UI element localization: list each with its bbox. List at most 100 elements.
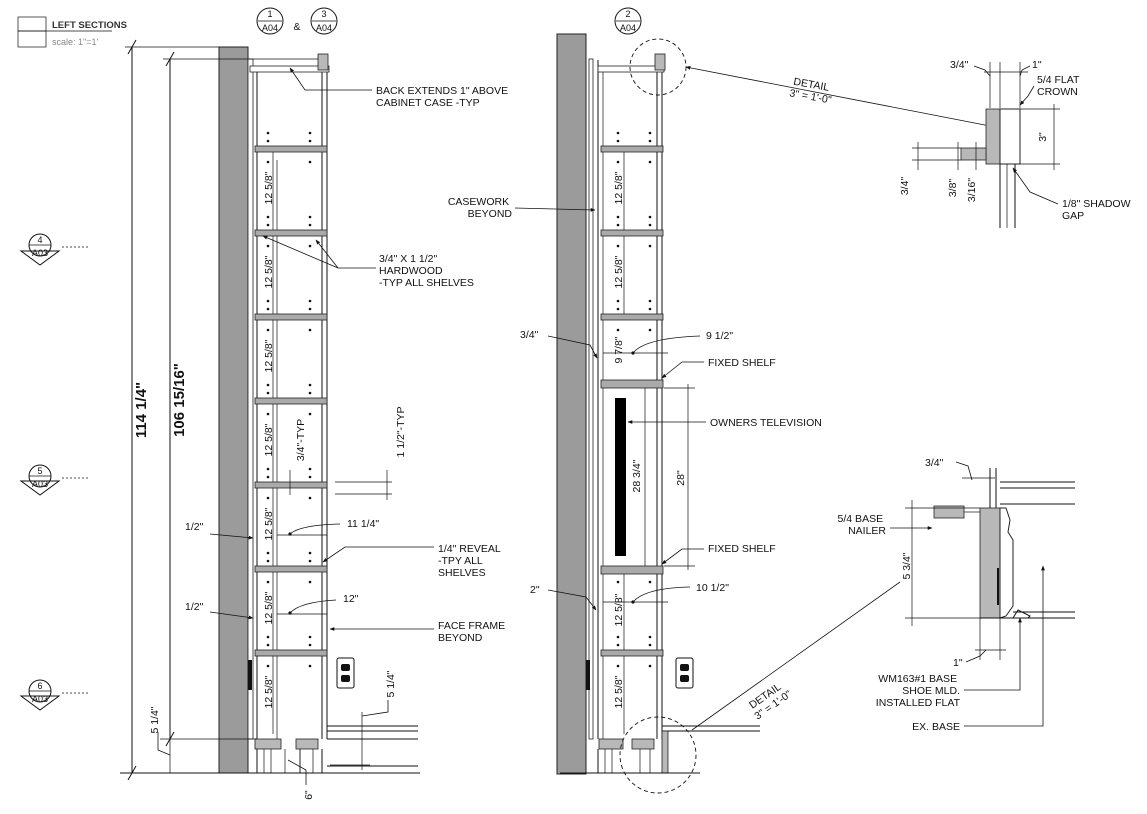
section-mark-2-sheet: A04 <box>620 23 636 33</box>
right-shelf-dim-1: 12 5/8" <box>613 171 625 204</box>
crown-note: 5/4 FLAT CROWN <box>1037 74 1082 98</box>
right-base <box>560 725 760 774</box>
crown-note-line-2: CROWN <box>1037 86 1078 98</box>
section-mark-1[interactable]: 1 A04 <box>256 7 284 35</box>
casework-note-line-2: BEYOND <box>468 208 513 220</box>
crown-dim-34: 3/4" <box>950 59 969 71</box>
right-shelf-dim-4: 12 5/8" <box>613 675 625 708</box>
face-frame-note-line-2: BEYOND <box>438 632 483 644</box>
left-shelf-pin-dots <box>266 131 312 668</box>
tv-clear-dim: 28" <box>675 470 687 486</box>
hardwood-note-line-3: -TYP ALL SHELVES <box>379 277 474 289</box>
right-wall <box>556 33 587 775</box>
section-mark-3-sheet: A04 <box>316 23 332 33</box>
reveal-note-line-1: 1/4" REVEAL <box>438 543 501 555</box>
typ-112-dim: 1 1/2"-TYP <box>395 407 407 458</box>
title-block: LEFT SECTIONS scale: 1"=1' <box>17 16 127 48</box>
left-overall-dims: 114 1/4" 106 15/16" 5 1/4" <box>125 39 257 781</box>
shadow-gap-note-line-2: GAP <box>1062 210 1084 222</box>
section-mark-3-num: 3 <box>321 9 326 19</box>
elevation-mark-6-num: 6 <box>37 681 42 691</box>
crown-dim-316: 3/16" <box>966 178 978 202</box>
left-annotations: BACK EXTENDS 1" ABOVE CABINET CASE -TYP … <box>185 67 508 800</box>
toe-6-dim: 6" <box>303 790 315 800</box>
left-shelf-dim-4: 12 5/8" <box>263 423 275 456</box>
base-dim-34: 3/4" <box>925 457 944 469</box>
elevation-mark-4[interactable]: 4 A03 <box>19 233 90 266</box>
crown-detail: 3/4" 1" 5/4 FLAT CROWN 3" 3/4" 3/8" 3/16… <box>899 59 1133 228</box>
shadow-gap-note-line-1: 1/8" SHADOW <box>1062 198 1131 210</box>
base-nailer-note-line-1: 5/4 BASE <box>838 513 884 525</box>
outlet-icon <box>336 657 355 689</box>
section-mark-1-num: 1 <box>267 9 272 19</box>
base-dim-534: 5 3/4" <box>901 552 913 579</box>
shoe-mold-note: WM163#1 BASE SHOE MLD.INSTALLED FLAT <box>876 673 961 709</box>
casework-note: CASEWORK BEYOND <box>448 196 513 220</box>
reveal-note-line-2: -TPY ALL <box>438 555 483 567</box>
hardwood-note-line-2: HARDWOOD <box>379 265 443 277</box>
face-frame-note-line-1: FACE FRAME <box>438 620 505 632</box>
tv-note: OWNERS TELEVISION <box>710 417 822 429</box>
elevation-mark-4-sheet: A03 <box>32 248 48 258</box>
left-shelf-dim-6: 12 5/8" <box>263 591 275 624</box>
section-mark-3[interactable]: 3 A04 <box>310 7 338 35</box>
right-dim-912: 9 1/2" <box>706 330 733 342</box>
crown-dim-38: 3/8" <box>947 179 959 198</box>
base-nailer-note: 5/4 BASE NAILER <box>838 513 887 537</box>
hardwood-note: 3/4" X 1 1/2" HARDWOOD-TYP ALL SHELVES <box>379 253 474 289</box>
back-extends-note-line-2: CABINET CASE -TYP <box>376 97 480 109</box>
section-mark-2[interactable]: 2 A04 <box>614 7 642 35</box>
hardwood-note-line-1: 3/4" X 1 1/2" <box>379 253 438 265</box>
right-dim-34: 3/4" <box>520 329 539 341</box>
left-base <box>120 725 420 774</box>
section-mark-2-num: 2 <box>625 9 630 19</box>
right-shelf-dim-3: 12 5/8" <box>613 593 625 626</box>
right-dim-2: 2" <box>530 584 540 596</box>
right-shelf-dims: 12 5/8" 12 5/8" 12 5/8" 12 5/8" 9 7/8" <box>613 152 625 734</box>
shadow-gap-note: 1/8" SHADOW GAP <box>1062 198 1133 222</box>
shoe-mold-note-line-2: SHOE MLD. <box>902 685 960 697</box>
half-inch-1: 1/2" <box>185 521 204 533</box>
left-shelf-dim-3: 12 5/8" <box>263 339 275 372</box>
fixed-shelf-label-2: FIXED SHELF <box>708 543 776 555</box>
elevation-mark-5-num: 5 <box>37 466 42 476</box>
right-dim-978: 9 7/8" <box>613 336 625 363</box>
left-shelf-dim-5: 12 5/8" <box>263 507 275 540</box>
elevation-mark-5-sheet: A03 <box>32 479 48 489</box>
right-shelves <box>600 145 664 657</box>
fixed-shelf-label-1: FIXED SHELF <box>708 357 776 369</box>
detail-top-label: DETAIL 3" = 1'-0" <box>788 75 834 106</box>
left-shelf-dim-1: 12 5/8" <box>263 171 275 204</box>
fixed-shelf-lower <box>600 565 664 575</box>
typ-34-dim: 3/4"-TYP <box>295 419 307 461</box>
left-shelf-dim-7: 12 5/8" <box>263 675 275 708</box>
elevation-mark-6[interactable]: 6 A03 <box>19 679 90 711</box>
base-dim-1: 1" <box>953 657 963 669</box>
elevation-mark-5[interactable]: 5 A03 <box>19 464 90 496</box>
left-shelf-dims: 12 5/8" 12 5/8" 12 5/8" 12 5/8" 12 5/8" … <box>263 152 275 734</box>
ex-base-note: EX. BASE <box>912 721 960 733</box>
base-detail: 3/4" 5/4 BASE NAILER 5 3/4" 1" WM163#1 B… <box>838 457 1075 733</box>
base-nailer-note-line-2: NAILER <box>848 525 886 537</box>
casework-note-line-1: CASEWORK <box>448 196 509 208</box>
right-dim-1012: 10 1/2" <box>696 582 729 594</box>
back-extends-note-line-1: BACK EXTENDS 1" ABOVE <box>376 85 508 97</box>
fixed-shelf-upper <box>600 379 664 389</box>
base-514-right: 5 1/4" <box>385 670 397 697</box>
detail-callout-bottom[interactable] <box>619 716 697 794</box>
tv-height-dim: 28 3/4" <box>631 459 643 492</box>
half-inch-2: 1/2" <box>185 601 204 613</box>
section-mark-amp: & <box>293 21 300 33</box>
shoe-mold-note-line-3: INSTALLED FLAT <box>876 697 961 709</box>
elevation-mark-6-sheet: A03 <box>32 694 48 704</box>
left-base-dim: 5 1/4" <box>149 706 161 733</box>
television-icon <box>615 398 626 556</box>
crown-dim-3: 3" <box>1037 132 1049 142</box>
shoe-mold-note-line-1: WM163#1 BASE <box>878 673 957 685</box>
left-wall <box>218 46 249 774</box>
right-annotations: CASEWORK BEYOND DETAIL 3" = 1'-0" DETAIL… <box>448 65 991 731</box>
left-case-height: 106 15/16" <box>171 363 188 437</box>
left-overall-height: 114 1/4" <box>133 382 150 438</box>
